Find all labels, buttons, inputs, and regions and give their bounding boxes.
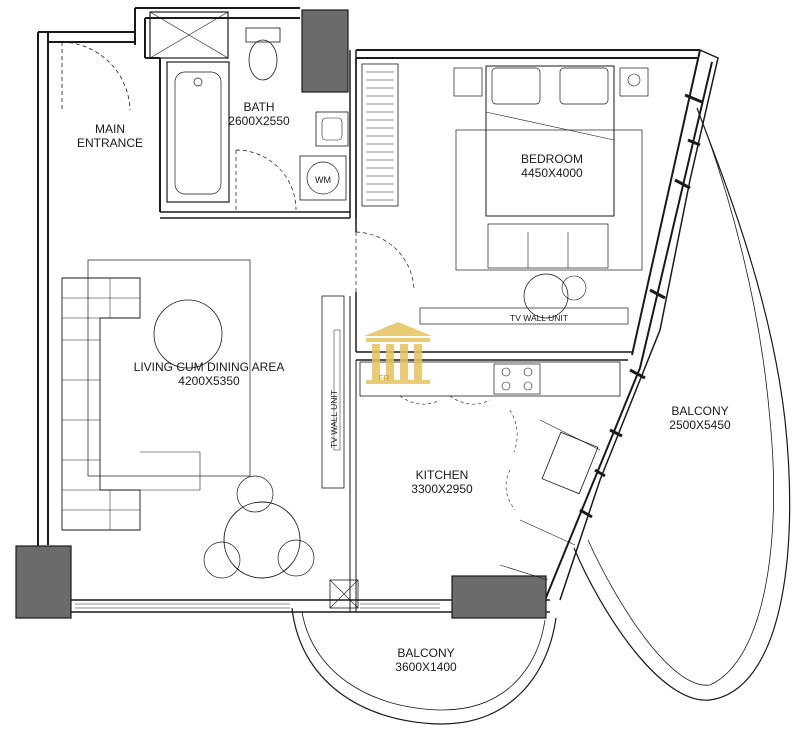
pillow-left: [491, 67, 541, 105]
window-marks: [579, 93, 703, 519]
column-bottom-right: [451, 575, 547, 619]
column-bath-top: [301, 9, 349, 93]
label-bath: BATH 2600X2550: [222, 100, 296, 128]
label-bath-name: BATH: [243, 100, 275, 114]
nightstand-right: [619, 67, 649, 97]
label-balcony-bottom-name: BALCONY: [397, 646, 455, 660]
living-rug: [87, 259, 251, 477]
balcony-right-inner: [587, 133, 775, 686]
kitchen-counter-side: [499, 419, 601, 581]
toilet: [245, 27, 281, 43]
east-wall: [544, 49, 713, 601]
label-bedroom: BEDROOM 4450X4000: [506, 152, 598, 180]
label-bedroom-size: 4450X4000: [521, 166, 583, 180]
balcony-bottom-outline: [291, 607, 557, 725]
bedroom-wall-top: [356, 49, 700, 59]
label-living-name: LIVING CUM DINING AREA: [133, 360, 285, 374]
entrance-door: [61, 41, 131, 112]
balcony-right-outline: [573, 107, 791, 701]
label-balcony-right: BALCONY 2500X5450: [655, 404, 745, 432]
bedroom-wall-bottom: [356, 351, 632, 361]
label-main-entrance: MAIN ENTRANCE: [70, 122, 150, 150]
bottom-window: [75, 603, 440, 609]
label-kitchen-size: 3300X2950: [411, 482, 473, 496]
bath-wall-bottom: [160, 211, 350, 219]
washing-machine: [299, 155, 347, 201]
dining-chair-2: [203, 541, 241, 579]
sofa-l: [61, 277, 141, 531]
sofa-bench: [487, 223, 609, 269]
label-tv-unit-bedroom: TV WALL UNIT: [510, 313, 568, 323]
bath-wall-right: [349, 50, 357, 218]
label-living-size: 4200X5350: [178, 374, 240, 388]
label-main-entrance-line1: MAIN: [95, 122, 125, 136]
label-balcony-right-name: BALCONY: [671, 404, 729, 418]
balcony-bottom-inner: [301, 611, 546, 711]
bath-door: [235, 149, 297, 212]
dining-table: [223, 501, 301, 579]
bath-wall-top: [134, 7, 300, 58]
washbasin: [315, 111, 349, 147]
bedroom-door: [355, 231, 415, 292]
east-wall-outer: [559, 49, 719, 601]
label-main-entrance-line2: ENTRANCE: [76, 136, 143, 150]
tv-unit-living: [321, 295, 345, 489]
label-kitchen: KITCHEN 3300X2950: [396, 468, 488, 496]
kitchen-counter-top: [359, 361, 621, 397]
dining-chair-3: [277, 539, 315, 577]
duct-box: [329, 579, 359, 609]
watermark-text: FR: [378, 374, 390, 383]
label-bath-size: 2600X2550: [228, 114, 290, 128]
label-tv-unit-living: TV WALL UNIT: [329, 390, 339, 448]
kitchen-sink: [541, 431, 599, 495]
label-balcony-bottom-size: 3600X1400: [395, 660, 457, 674]
bed: [485, 65, 615, 217]
hob: [493, 363, 541, 395]
bedroom-round-table: [523, 273, 569, 319]
nightstand-left: [453, 67, 483, 97]
living-kitchen-wall: [349, 296, 357, 612]
label-kitchen-name: KITCHEN: [415, 468, 469, 482]
wardrobe: [361, 63, 399, 207]
pillow-right: [559, 67, 609, 105]
label-balcony-bottom: BALCONY 3600X1400: [380, 646, 472, 674]
tv-unit-bedroom: [419, 307, 629, 325]
coffee-table: [153, 299, 223, 369]
label-living: LIVING CUM DINING AREA 4200X5350: [124, 360, 294, 388]
exterior-wall-top-left: [38, 31, 136, 45]
column-bottom-left: [15, 545, 72, 619]
exterior-wall-left: [37, 32, 49, 612]
dining-chair-1: [236, 475, 274, 513]
label-bedroom-name: BEDROOM: [520, 152, 583, 166]
watermark-logo: [364, 322, 432, 384]
label-washing-machine: WM: [315, 175, 331, 185]
label-balcony-right-size: 2500X5450: [669, 418, 731, 432]
bathtub: [166, 61, 230, 203]
shower-box: [149, 11, 229, 59]
